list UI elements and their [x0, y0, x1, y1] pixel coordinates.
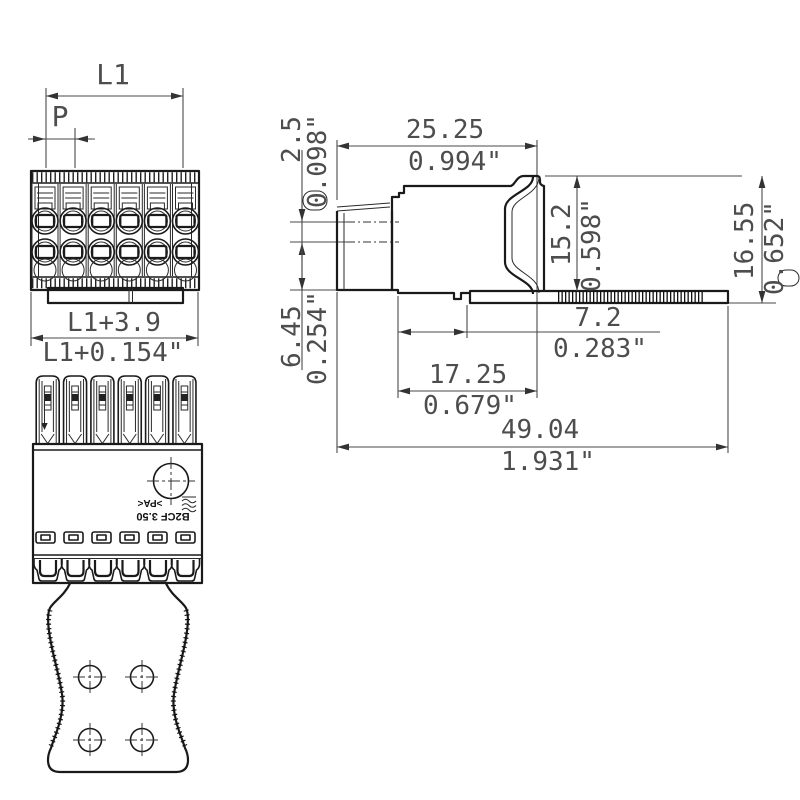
clamp-feet — [32, 557, 201, 583]
dim-flange-offset-inch: 0.283" — [553, 334, 647, 364]
side-view-housing — [390, 174, 546, 301]
dim-overall-width: L1+3.9 L1+0.154" — [30, 292, 199, 368]
bottom-view: B2CF 3.50 >PA< — [31, 375, 204, 774]
plug-shroud — [335, 202, 399, 292]
marking-material: >PA< — [137, 497, 162, 508]
dim-total-length-mm: 49.04 — [501, 415, 579, 445]
dim-entry-offset-inch: 0.098" — [303, 114, 333, 208]
serrated-edge-right — [170, 609, 190, 747]
dim-flange-offset-mm: 7.2 — [575, 303, 622, 333]
dim-entry-offset: 2.5 0.098" — [277, 114, 333, 259]
locking-flange — [468, 289, 730, 305]
marking-type: B2CF 3.50 — [136, 510, 189, 522]
dim-entry-offset-mm: 2.5 — [277, 116, 307, 163]
dim-total-length-inch: 1.931" — [501, 447, 595, 477]
dim-body-length-inch: 0.679" — [423, 391, 517, 421]
dim-pitch: P — [28, 100, 95, 168]
dim-body-height: 15.2 0.598" — [547, 176, 607, 292]
dim-entry-height: 6.45 0.254" — [277, 244, 333, 385]
front-base-plate — [46, 286, 185, 305]
serrated-edge-left — [46, 609, 66, 747]
dim-total-length: 49.04 1.931" — [337, 415, 728, 477]
levers — [35, 375, 197, 445]
dim-body-height-inch: 0.598" — [577, 198, 607, 292]
dim-pitch-label: P — [52, 100, 69, 133]
dim-L1: L1 — [45, 58, 184, 168]
dim-L1-label: L1 — [96, 58, 130, 91]
strain-relief-plate — [46, 583, 190, 774]
dim-flange-offset: 7.2 0.283" — [398, 303, 660, 364]
dim-depth: 25.25 0.994" — [337, 115, 537, 177]
dim-total-height: 16.55 0.652" — [730, 176, 790, 303]
dim-body-length: 17.25 0.679" — [398, 360, 537, 421]
strain-relief-outline — [46, 583, 190, 774]
front-view: L1 P — [28, 58, 201, 368]
weidmueller-logo — [181, 496, 197, 513]
dim-overall-width-mm: L1+3.9 — [67, 308, 161, 338]
latch-contour-outer — [503, 176, 535, 295]
dim-total-height-inch: 0.652" — [760, 201, 790, 295]
bottom-view-housing: B2CF 3.50 >PA< — [31, 442, 204, 585]
dim-total-height-mm: 16.55 — [730, 202, 760, 280]
test-hole — [147, 457, 195, 505]
strain-relief-holes — [72, 659, 160, 758]
dim-depth-mm: 25.25 — [406, 115, 484, 145]
pole-columns — [30, 182, 200, 283]
dim-entry-height-inch: 0.254" — [303, 291, 333, 385]
dim-body-length-mm: 17.25 — [429, 360, 507, 390]
extension-lines — [290, 140, 776, 453]
oval-marker-right — [777, 269, 800, 287]
dim-body-height-mm: 15.2 — [547, 203, 577, 266]
lever-travel-indicator — [41, 398, 48, 430]
part-marking: B2CF 3.50 >PA< — [136, 496, 197, 522]
housing-bottom-edge — [392, 288, 470, 301]
wire-slots — [35, 531, 196, 544]
oval-marker-left — [302, 190, 328, 211]
side-view: 25.25 0.994" 2.5 0.098" 6.45 0.254" 15.2… — [277, 114, 800, 477]
dim-overall-width-inch: L1+0.154" — [43, 338, 184, 368]
dim-entry-height-mm: 6.45 — [277, 305, 307, 368]
housing-outline — [390, 174, 546, 290]
latch-contour-inner — [511, 176, 540, 294]
dim-depth-inch: 0.994" — [408, 147, 502, 177]
front-view-housing — [29, 169, 201, 305]
